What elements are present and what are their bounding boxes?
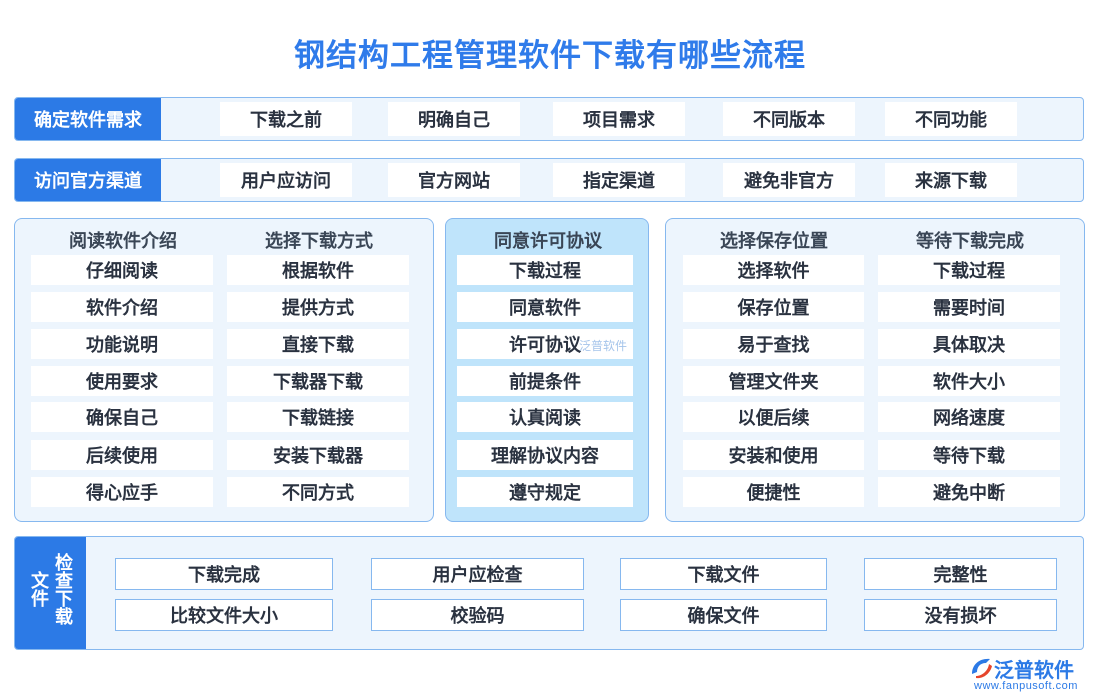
column-heading-save-location: 选择保存位置	[720, 231, 828, 252]
row-official-channel: 访问官方渠道 用户应访问 官方网站 指定渠道 避免非官方 来源下载	[14, 158, 1084, 202]
brand-url: www.fanpusoft.com	[974, 680, 1078, 692]
row1-item: 不同功能	[885, 102, 1017, 136]
check-cell: 比较文件大小	[115, 599, 333, 631]
brand-name: 泛普软件	[994, 660, 1074, 682]
check-cell: 没有损坏	[864, 599, 1057, 631]
diagram-title: 钢结构工程管理软件下载有哪些流程	[294, 38, 806, 74]
step-cell: 保存位置	[683, 292, 864, 322]
step-cell: 需要时间	[878, 292, 1060, 322]
row-label-check-download: 文件 检查下载	[15, 537, 86, 649]
step-cell: 理解协议内容	[457, 440, 633, 470]
step-cell: 安装和使用	[683, 440, 864, 470]
step-cell: 选择软件	[683, 255, 864, 285]
row1-item: 项目需求	[553, 102, 685, 136]
step-cell: 易于查找	[683, 329, 864, 359]
row1-item: 不同版本	[723, 102, 855, 136]
step-cell: 下载过程	[878, 255, 1060, 285]
step-cell: 具体取决	[878, 329, 1060, 359]
step-cell: 管理文件夹	[683, 366, 864, 396]
step-cell: 使用要求	[31, 366, 213, 396]
panel-read-and-choose: 阅读软件介绍 选择下载方式 仔细阅读 软件介绍 功能说明 使用要求 确保自己 后…	[14, 218, 434, 522]
panel-save-and-wait: 选择保存位置 等待下载完成 选择软件 保存位置 易于查找 管理文件夹 以便后续 …	[665, 218, 1085, 522]
row2-item: 避免非官方	[723, 163, 855, 197]
step-cell: 下载链接	[227, 402, 409, 432]
step-cell: 以便后续	[683, 402, 864, 432]
fanpu-logo-icon	[972, 658, 992, 679]
check-cell: 确保文件	[620, 599, 827, 631]
row-label-official-channel: 访问官方渠道	[15, 159, 161, 201]
step-cell: 提供方式	[227, 292, 409, 322]
step-cell: 便捷性	[683, 477, 864, 507]
row-label-part: 文件	[28, 571, 49, 607]
column-heading-choose-method: 选择下载方式	[265, 231, 373, 252]
step-cell: 网络速度	[878, 402, 1060, 432]
step-cell: 不同方式	[227, 477, 409, 507]
row-confirm-requirements: 确定软件需求 下载之前 明确自己 项目需求 不同版本 不同功能	[14, 97, 1084, 141]
step-cell: 前提条件	[457, 366, 633, 396]
step-cell: 功能说明	[31, 329, 213, 359]
row-check-download: 文件 检查下载 下载完成 用户应检查 下载文件 完整性 比较文件大小 校验码 确…	[14, 536, 1084, 650]
step-cell: 遵守规定	[457, 477, 633, 507]
watermark: 泛普软件	[579, 339, 628, 353]
row2-item: 官方网站	[388, 163, 520, 197]
step-cell: 得心应手	[31, 477, 213, 507]
row1-item: 明确自己	[388, 102, 520, 136]
step-cell: 避免中断	[878, 477, 1060, 507]
column-heading-license: 同意许可协议	[494, 231, 602, 252]
step-cell: 下载器下载	[227, 366, 409, 396]
step-cell: 确保自己	[31, 402, 213, 432]
row-label-confirm-requirements: 确定软件需求	[15, 98, 161, 140]
panel-license-agreement: 同意许可协议 下载过程 同意软件 许可协议 前提条件 认真阅读 理解协议内容 遵…	[445, 218, 649, 522]
step-cell: 后续使用	[31, 440, 213, 470]
brand-logo: 泛普软件 www.fanpusoft.com	[968, 652, 1093, 696]
check-cell: 校验码	[371, 599, 584, 631]
row2-item: 来源下载	[885, 163, 1017, 197]
column-heading-read-intro: 阅读软件介绍	[69, 231, 177, 252]
step-cell: 下载过程	[457, 255, 633, 285]
step-cell: 等待下载	[878, 440, 1060, 470]
check-cell: 下载完成	[115, 558, 333, 590]
column-heading-wait-complete: 等待下载完成	[916, 231, 1024, 252]
row2-item: 用户应访问	[220, 163, 352, 197]
step-cell: 许可协议	[457, 329, 633, 359]
row-label-part: 检查下载	[52, 553, 73, 625]
step-cell: 仔细阅读	[31, 255, 213, 285]
check-cell: 完整性	[864, 558, 1057, 590]
row1-item: 下载之前	[220, 102, 352, 136]
step-cell: 安装下载器	[227, 440, 409, 470]
step-cell: 同意软件	[457, 292, 633, 322]
step-cell: 认真阅读	[457, 402, 633, 432]
step-cell: 软件介绍	[31, 292, 213, 322]
check-cell: 下载文件	[620, 558, 827, 590]
row2-item: 指定渠道	[553, 163, 685, 197]
step-cell: 根据软件	[227, 255, 409, 285]
check-cell: 用户应检查	[371, 558, 584, 590]
step-cell: 软件大小	[878, 366, 1060, 396]
step-cell: 直接下载	[227, 329, 409, 359]
